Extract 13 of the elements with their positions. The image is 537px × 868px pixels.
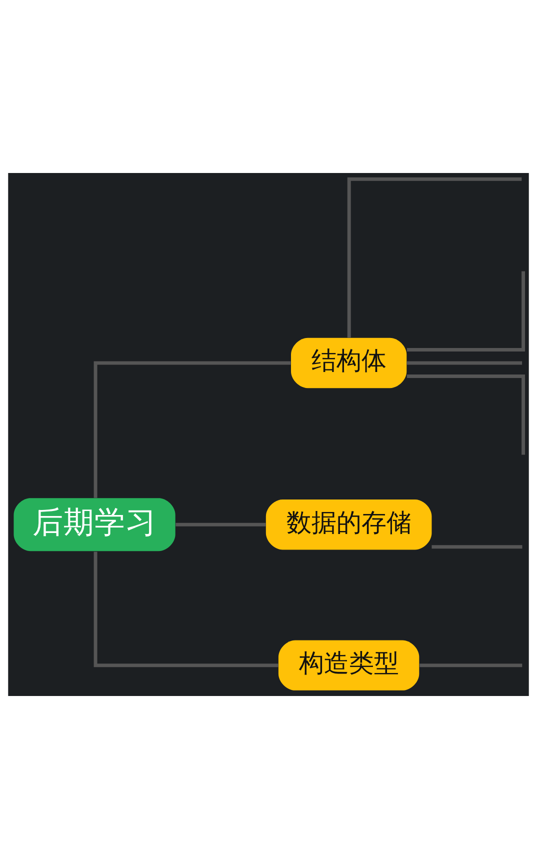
node-box: 数据的存储 xyxy=(266,499,432,550)
connector xyxy=(432,544,522,548)
connector xyxy=(406,360,522,364)
node-box: 结构体 xyxy=(291,337,407,388)
connector xyxy=(406,374,526,454)
node-box: 后期学习 xyxy=(14,498,176,551)
connector xyxy=(406,270,526,351)
node-box: 构造类型 xyxy=(278,640,420,690)
connector xyxy=(347,176,522,338)
connector xyxy=(176,522,266,526)
connector xyxy=(94,551,278,667)
connector xyxy=(420,663,522,667)
connector xyxy=(94,360,291,498)
